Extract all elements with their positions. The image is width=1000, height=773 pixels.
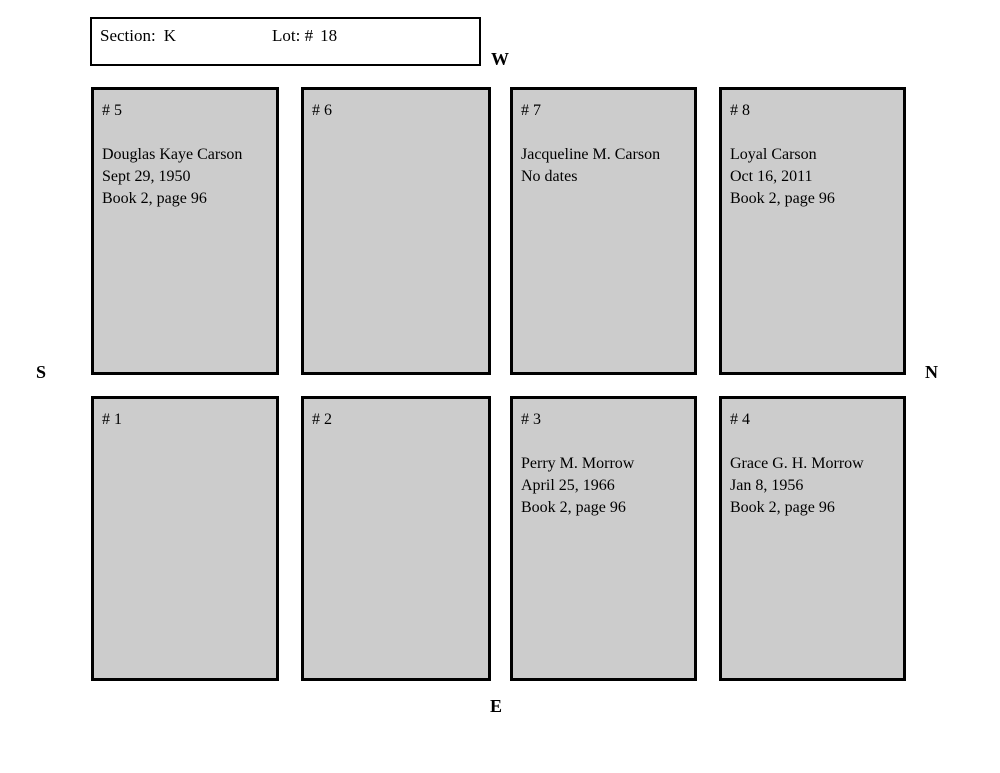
plot-reference: Book 2, page 96 [102, 190, 207, 207]
plot-reference: Book 2, page 96 [521, 499, 626, 516]
grave-plot[interactable]: # 7 Jacqueline M. Carson No dates [510, 87, 697, 375]
section-lot-row: Section: K Lot: # 18 [100, 25, 475, 47]
plot-number: # 2 [312, 411, 332, 428]
lot-value: 18 [320, 26, 338, 45]
grave-plot[interactable]: # 5 Douglas Kaye Carson Sept 29, 1950 Bo… [91, 87, 279, 375]
plot-number: # 3 [521, 411, 541, 428]
plot-number: # 7 [521, 102, 541, 119]
plot-details: Loyal Carson Oct 16, 2011 Book 2, page 9… [730, 144, 899, 210]
grave-plot[interactable]: # 3 Perry M. Morrow April 25, 1966 Book … [510, 396, 697, 681]
section-value: K [163, 26, 176, 45]
compass-label-east: E [490, 696, 503, 716]
plot-details: Jacqueline M. Carson No dates [521, 144, 690, 188]
plot-number: # 6 [312, 102, 332, 119]
grave-plot[interactable]: # 4 Grace G. H. Morrow Jan 8, 1956 Book … [719, 396, 906, 681]
plot-number: # 4 [730, 411, 750, 428]
lot-label: Lot: # [272, 26, 314, 45]
lot-field: Lot: # 18 [272, 25, 337, 47]
plot-date: Jan 8, 1956 [730, 477, 804, 494]
grave-plot[interactable]: # 8 Loyal Carson Oct 16, 2011 Book 2, pa… [719, 87, 906, 375]
grave-plot[interactable]: # 1 [91, 396, 279, 681]
section-lot-header-box: Section: K Lot: # 18 [90, 17, 481, 66]
plot-number: # 5 [102, 102, 122, 119]
plot-date: Sept 29, 1950 [102, 168, 191, 185]
plot-date: No dates [521, 168, 578, 185]
plot-name: Grace G. H. Morrow [730, 455, 864, 472]
plot-date: Oct 16, 2011 [730, 168, 813, 185]
grave-plot[interactable]: # 2 [301, 396, 491, 681]
plot-reference: Book 2, page 96 [730, 190, 835, 207]
plot-name: Jacqueline M. Carson [521, 146, 661, 163]
plot-name: Loyal Carson [730, 146, 817, 163]
grave-plot[interactable]: # 6 [301, 87, 491, 375]
plot-name: Perry M. Morrow [521, 455, 635, 472]
plot-details: Douglas Kaye Carson Sept 29, 1950 Book 2… [102, 144, 272, 210]
plot-number: # 1 [102, 411, 122, 428]
compass-label-west: W [491, 49, 509, 69]
compass-label-south: S [36, 362, 47, 382]
compass-label-north: N [925, 362, 938, 382]
plot-reference: Book 2, page 96 [730, 499, 835, 516]
section-field: Section: K [100, 25, 176, 47]
plot-number: # 8 [730, 102, 750, 119]
plot-date: April 25, 1966 [521, 477, 615, 494]
plot-details: Grace G. H. Morrow Jan 8, 1956 Book 2, p… [730, 453, 899, 519]
section-label: Section: [100, 26, 156, 45]
plot-details: Perry M. Morrow April 25, 1966 Book 2, p… [521, 453, 690, 519]
plot-name: Douglas Kaye Carson [102, 146, 243, 163]
